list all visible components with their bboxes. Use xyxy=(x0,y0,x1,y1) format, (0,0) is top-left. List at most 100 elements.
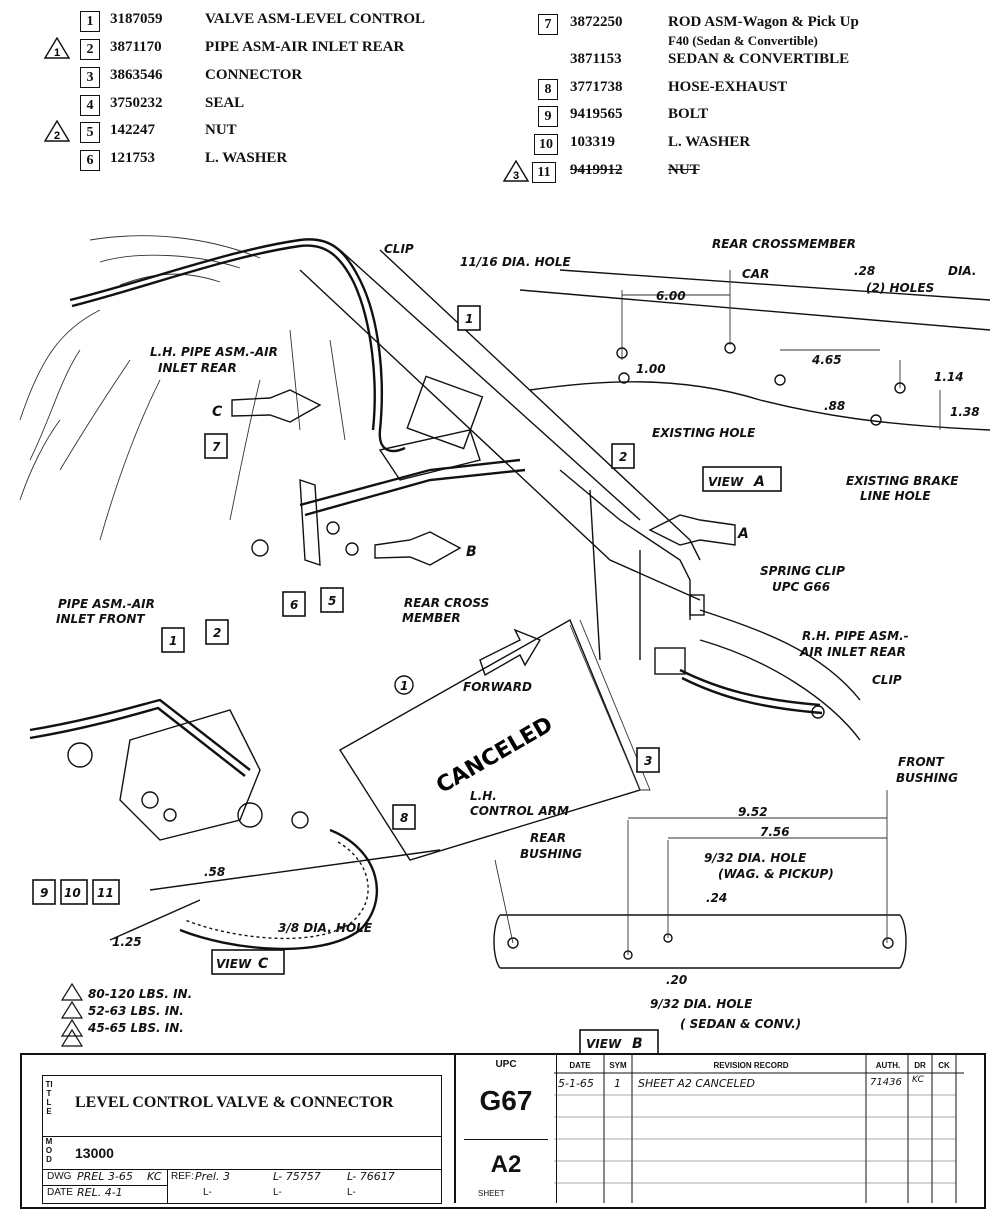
part-ref-box: 10 xyxy=(534,134,558,155)
part-description: SEAL xyxy=(205,95,245,111)
rev-dr: KC xyxy=(912,1075,924,1085)
model-area: MOD 13000 xyxy=(42,1135,442,1170)
part-description: HOSE-EXHAUST xyxy=(668,79,788,95)
rev-sym: 1 xyxy=(614,1077,621,1090)
dim-138: 1.38 xyxy=(950,405,980,419)
part-number: 3863546 xyxy=(110,67,163,83)
torque-note-3: 45-65 LBS. IN. xyxy=(87,1021,184,1035)
part-description: VALVE ASM-LEVEL CONTROL xyxy=(205,11,426,27)
drawing-title: LEVEL CONTROL VALVE & CONNECTOR xyxy=(75,1094,394,1111)
dim-465: 4.65 xyxy=(811,353,842,367)
title-block: TITLE LEVEL CONTROL VALVE & CONNECTOR MO… xyxy=(20,1053,986,1209)
part-number: 121753 xyxy=(110,150,155,166)
valve-assembly-sketch xyxy=(251,375,526,566)
clip-right-label: CLIP xyxy=(872,673,902,687)
part-ref-box: 4 xyxy=(80,95,100,116)
dwg-initials: KC xyxy=(147,1170,162,1183)
lh-control-label: L.H. xyxy=(470,789,497,803)
part-ref-box: 8 xyxy=(538,79,558,100)
sedan-conv-label: ( SEDAN & CONV.) xyxy=(680,1017,801,1031)
part-description: ROD ASM-Wagon & Pick Up xyxy=(668,14,859,30)
part-ref-box: 7 xyxy=(538,14,558,35)
part-ref-box: 2 xyxy=(80,39,100,60)
front-bushing-label: FRONT xyxy=(898,755,945,769)
title-area: TITLE LEVEL CONTROL VALVE & CONNECTOR xyxy=(42,1075,442,1137)
part-ref-box: 11 xyxy=(532,162,556,183)
rear-crossmember-label: REAR CROSSMEMBER xyxy=(712,237,856,251)
revision-grid xyxy=(554,1055,964,1203)
callout-1: 1 xyxy=(465,312,473,326)
dim-20: .20 xyxy=(666,973,687,987)
callout-3: 3 xyxy=(644,754,652,768)
view-b-detail xyxy=(493,790,907,969)
view-arrows: C B A xyxy=(212,389,749,566)
view-c-label: VIEW xyxy=(216,957,252,971)
part-ref-box: 9 xyxy=(538,106,558,127)
ref-l3: L- xyxy=(347,1187,356,1198)
part-number: 3750232 xyxy=(110,95,163,111)
rev-auth: 71436 xyxy=(870,1077,902,1088)
torque-note-1: 80-120 LBS. IN. xyxy=(88,987,192,1001)
svg-text:2: 2 xyxy=(54,130,60,142)
crossmember-structure xyxy=(299,249,861,741)
dim-028-dia: DIA. xyxy=(948,264,977,278)
clip-label: CLIP xyxy=(384,242,414,256)
lh-air-inlet-pipe xyxy=(69,238,406,453)
rev-auth-header: AUTH. xyxy=(875,1061,901,1070)
dim-028: .28 xyxy=(854,264,875,278)
view-b-label: VIEW xyxy=(586,1037,622,1051)
title-label: TITLE xyxy=(45,1080,53,1116)
upc-g66-label: UPC G66 xyxy=(772,580,830,594)
part-number: 3871170 xyxy=(110,39,162,55)
circle-1-label: 1 xyxy=(400,679,408,693)
view-a-detail xyxy=(519,269,991,431)
callout-9: 9 xyxy=(40,886,48,900)
part-ref-box: 5 xyxy=(80,122,100,143)
canceled-plate: CANCELED FORWARD 1 xyxy=(339,619,651,861)
rh-pipe-label: R.H. PIPE ASM.- xyxy=(802,629,909,643)
rev-dr-header: DR xyxy=(914,1061,926,1070)
part-number: 3871153 xyxy=(570,51,622,67)
dim-114: 1.14 xyxy=(934,370,964,384)
date-label: DATE xyxy=(47,1187,73,1198)
rh-air-inlet-pipe xyxy=(654,594,825,719)
parts-list-right: 7 3872250 ROD ASM-Wagon & Pick Up F40 (S… xyxy=(500,8,980,188)
hole-932a-label: 9/32 DIA. HOLE xyxy=(704,851,807,865)
hole-38-label: 3/8 DIA. HOLE xyxy=(278,921,373,935)
dim-125: 1.25 xyxy=(112,935,142,949)
arrow-a-label: A xyxy=(737,526,749,542)
dim-600: 6.00 xyxy=(656,289,686,303)
callout-2: 2 xyxy=(619,450,627,464)
rev-sym-header: SYM xyxy=(609,1061,627,1070)
dim-88: .88 xyxy=(824,399,845,413)
dwg-ref-area: DWG PREL 3-65 KC DATE REL. 4-1 REF: Prel… xyxy=(42,1169,442,1204)
rev-record-header: REVISION RECORD xyxy=(713,1061,789,1070)
callout-11: 11 xyxy=(97,886,114,900)
arrow-c-label: C xyxy=(212,404,223,420)
part-description: CONNECTOR xyxy=(205,67,303,83)
rear-bushing-label: REAR xyxy=(530,831,566,845)
front-bushing-label-2: BUSHING xyxy=(896,771,958,785)
dwg-value: PREL 3-65 xyxy=(77,1170,133,1183)
rh-pipe-label-2: AIR INLET REAR xyxy=(799,645,906,659)
rev-date: 5-1-65 xyxy=(558,1077,594,1090)
part-ref-box: 1 xyxy=(80,11,100,32)
sheet-label: SHEET xyxy=(478,1189,505,1198)
revision-record: DATE SYM REVISION RECORD AUTH. DR CK 5-1… xyxy=(554,1055,984,1203)
callout-10: 10 xyxy=(64,886,81,900)
rev-ck-header: CK xyxy=(938,1061,950,1070)
rear-bushing-label-2: BUSHING xyxy=(520,847,582,861)
member-label: MEMBER xyxy=(402,611,461,625)
holes-2-label: (2) HOLES xyxy=(866,281,934,295)
part-number: 3187059 xyxy=(110,11,163,27)
drawing-labels: CLIP L.H. PIPE ASM.-AIR INLET REAR REAR … xyxy=(56,237,980,1055)
dim-58: .58 xyxy=(204,865,225,879)
view-c-letter: C xyxy=(258,956,269,972)
svg-text:1: 1 xyxy=(54,47,60,59)
ref-l1: L- xyxy=(203,1187,212,1198)
part-number: 3872250 xyxy=(570,14,623,30)
part-number: 142247 xyxy=(110,122,155,138)
view-b-letter: B xyxy=(632,1036,643,1052)
dwg-label: DWG xyxy=(47,1171,72,1182)
svg-text:3: 3 xyxy=(513,170,519,182)
